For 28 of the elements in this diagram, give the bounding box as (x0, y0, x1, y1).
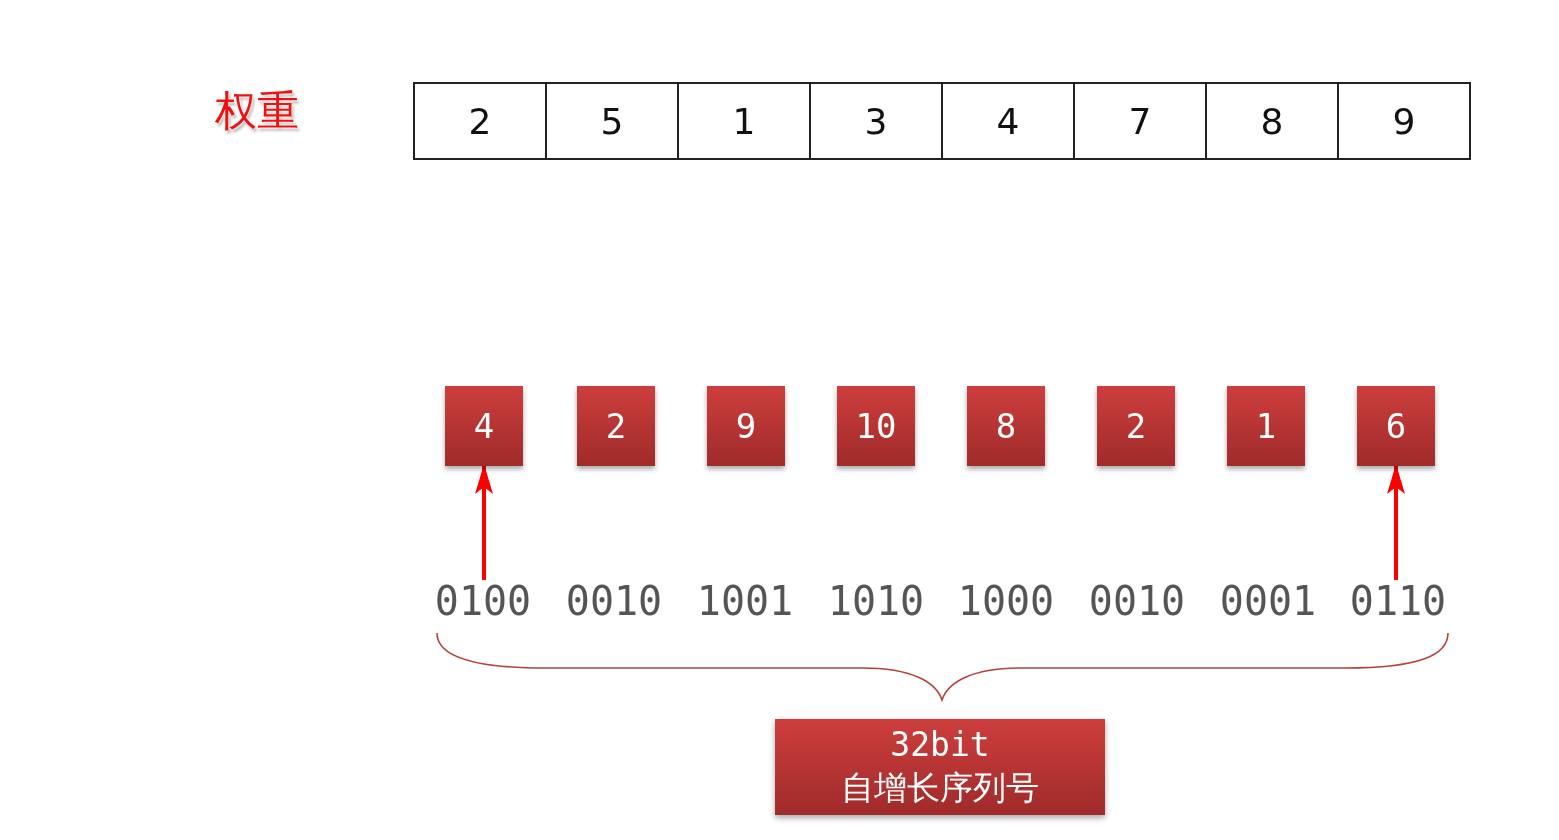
number-tile: 6 (1357, 386, 1435, 466)
number-tile: 2 (577, 386, 655, 466)
arrow (1387, 464, 1405, 580)
number-tile: 10 (837, 386, 915, 466)
weight-cell: 4 (941, 82, 1075, 160)
weight-cell: 2 (413, 82, 547, 160)
arrow (475, 464, 493, 580)
number-tile: 4 (445, 386, 523, 466)
weight-cell: 3 (809, 82, 943, 160)
weight-cell: 9 (1337, 82, 1471, 160)
weight-cell: 1 (677, 82, 811, 160)
number-tile: 1 (1227, 386, 1305, 466)
binary-code: 1001 (689, 580, 801, 622)
number-tile: 2 (1097, 386, 1175, 466)
label-box: 32bit 自增长序列号 (775, 719, 1105, 815)
binary-code: 0010 (558, 580, 670, 622)
binary-code: 0001 (1212, 580, 1324, 622)
weight-cell: 8 (1205, 82, 1339, 160)
binary-code: 1010 (820, 580, 932, 622)
number-tile: 9 (707, 386, 785, 466)
weight-cell: 7 (1073, 82, 1207, 160)
binary-code: 0100 (427, 580, 539, 622)
number-tile: 8 (967, 386, 1045, 466)
row-label: 权重 (215, 90, 299, 132)
weight-cell: 5 (545, 82, 679, 160)
binary-code: 0110 (1342, 580, 1454, 622)
binary-code: 0010 (1081, 580, 1193, 622)
binary-code: 1000 (950, 580, 1062, 622)
